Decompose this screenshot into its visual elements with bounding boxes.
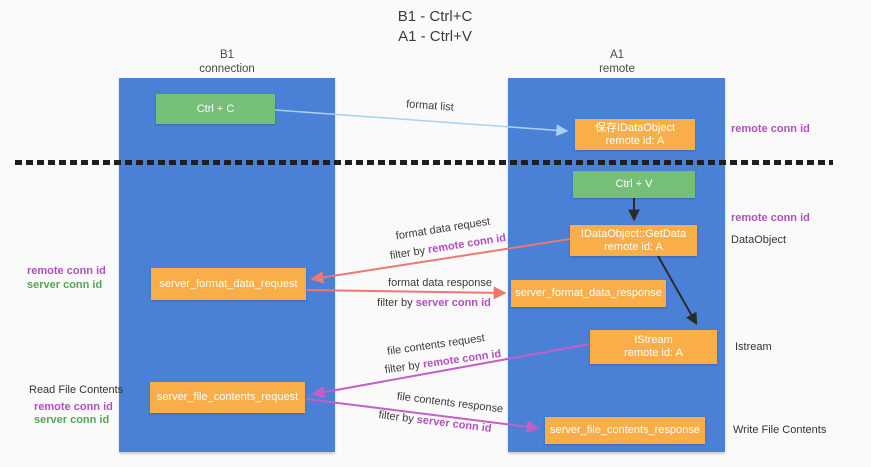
- annotation-istream: Istream: [735, 341, 772, 353]
- lane-header-a1-name: A1: [609, 49, 625, 61]
- format-data-response-filter-label: filter by server conn id: [374, 297, 494, 309]
- server-conn-id-highlight: server conn id: [416, 413, 493, 435]
- lane-header-b1-sub: connection: [199, 63, 255, 75]
- node-idataobject-getdata-line2: remote id: A: [604, 240, 663, 253]
- annotation-write-file-contents: Write File Contents: [733, 424, 827, 436]
- annotation-server-conn-id-left-bottom: server conn id: [34, 414, 110, 426]
- separator-dashed-line: [15, 160, 833, 165]
- node-istream-line1: IStream: [634, 334, 673, 346]
- node-ctrl-c: Ctrl + C: [156, 94, 275, 124]
- lane-header-a1-remote: A1 remote: [557, 48, 677, 76]
- title-line-b1: B1 - Ctrl+C: [397, 8, 473, 25]
- node-server-file-contents-request-label: server_file_contents_request: [156, 391, 299, 403]
- lane-header-b1-connection: B1 connection: [167, 48, 287, 76]
- node-idataobject-getdata-line1: IDataObject::GetData: [580, 227, 687, 240]
- filter-by-prefix: filter by: [384, 358, 424, 377]
- node-idataobject-getdata: IDataObject::GetData remote id: A: [570, 225, 697, 256]
- node-istream: IStream remote id: A: [590, 330, 717, 364]
- format-data-response-label: format data response: [388, 277, 492, 289]
- format-list-label: format list: [405, 98, 455, 114]
- annotation-read-file-contents: Read File Contents: [29, 384, 124, 396]
- annotation-dataobject: DataObject: [731, 234, 787, 246]
- lane-header-b1-name: B1: [219, 49, 235, 61]
- node-server-format-data-response-label: server_format_data_response: [515, 287, 662, 299]
- annotation-remote-conn-id-mid-right: remote conn id: [731, 212, 810, 224]
- file-contents-response-filter-label: filter by server conn id: [374, 409, 497, 436]
- node-save-idataobject-line2: remote id: A: [605, 134, 665, 147]
- node-server-file-contents-response-label: server_file_contents_response: [550, 424, 700, 436]
- annotation-remote-conn-id-top-right: remote conn id: [731, 123, 810, 135]
- node-server-file-contents-response: server_file_contents_response: [545, 417, 705, 444]
- diagram-title: B1 - Ctrl+C A1 - Ctrl+V: [330, 7, 540, 47]
- server-conn-id-highlight: server conn id: [415, 297, 491, 309]
- annotation-remote-conn-id-left: remote conn id: [27, 265, 106, 277]
- node-save-idataobject: 保存IDataObject remote id: A: [575, 119, 695, 150]
- node-ctrl-c-label: Ctrl + C: [196, 102, 235, 115]
- node-istream-line2: remote id: A: [624, 347, 683, 359]
- filter-by-prefix: filter by: [377, 297, 416, 309]
- annotation-server-conn-id-left: server conn id: [27, 279, 103, 291]
- title-line-a1: A1 - Ctrl+V: [398, 28, 472, 45]
- node-save-idataobject-line1: 保存IDataObject: [594, 121, 676, 134]
- format-data-response-arrow: [306, 286, 507, 300]
- filter-by-prefix: filter by: [377, 409, 418, 426]
- filter-by-prefix: filter by: [389, 244, 430, 263]
- node-server-format-data-request: server_format_data_request: [151, 268, 306, 300]
- node-server-format-data-response: server_format_data_response: [511, 280, 666, 307]
- annotation-remote-conn-id-left-bottom: remote conn id: [34, 401, 113, 413]
- lane-header-a1-sub: remote: [599, 63, 635, 75]
- node-ctrl-v: Ctrl + V: [573, 171, 695, 198]
- node-server-format-data-request-label: server_format_data_request: [159, 277, 298, 290]
- node-ctrl-v-label: Ctrl + V: [615, 178, 653, 190]
- node-server-file-contents-request: server_file_contents_request: [150, 382, 305, 413]
